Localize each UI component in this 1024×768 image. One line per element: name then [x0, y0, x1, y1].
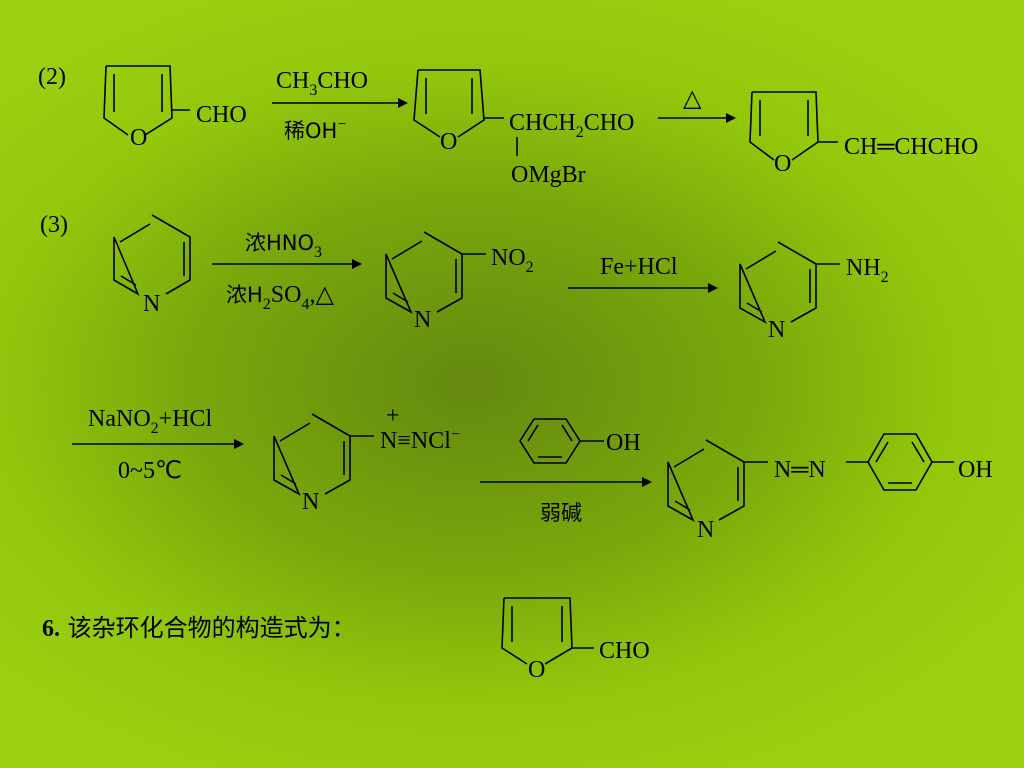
acetaldehyde-label: CH3CHO [276, 68, 368, 99]
question-6: 6. 该杂环化合物的构造式为： [42, 614, 356, 642]
azo-label: N═N [774, 457, 826, 483]
phenol-reagent: OH [519, 418, 641, 464]
omgbr-label: OMgBr [511, 162, 586, 188]
sulfuric-acid-label: 浓H2SO4,△ [226, 282, 334, 313]
furan-oxygen-label: O [528, 657, 545, 683]
pyridine-nitrogen-label: N [143, 291, 160, 317]
fe-hcl-label: Fe+HCl [600, 254, 678, 280]
aminopyridine: N NH2 [739, 241, 889, 343]
pyridine-nitrogen-label: N [768, 317, 785, 343]
pyridine-reactant: N [113, 214, 191, 317]
reaction-arrow-2: △ [658, 86, 736, 123]
pyridine-nitrogen-label: N [414, 307, 431, 333]
azo-oh-label: OH [958, 457, 993, 483]
no2-label: NO2 [491, 245, 534, 276]
diazotization-arrow: NaNO2+HCl 0~5℃ [72, 406, 244, 484]
grignard-intermediate: O CHCH2CHO OMgBr [413, 69, 634, 188]
diazonium-salt: N + N≡NCl− [273, 403, 460, 515]
coupling-arrow: OH 弱碱 [480, 418, 652, 525]
nitric-acid-label: 浓HNO3 [245, 231, 322, 261]
reaction-arrow-1: CH3CHO 稀OH− [272, 68, 408, 143]
temperature-label: 0~5℃ [118, 458, 182, 484]
pyridine-nitrogen-label: N [697, 517, 714, 543]
furfural-reactant: O CHO [103, 65, 247, 151]
answer-cho-label: CHO [599, 638, 650, 664]
plus-charge-label: + [386, 403, 400, 429]
azo-product: N N═N OH [667, 433, 993, 543]
furan-oxygen-label: O [774, 151, 791, 177]
cho-label: CHO [196, 102, 247, 128]
chain-label: CHCH2CHO [509, 110, 634, 141]
nitropyridine: N NO2 [385, 231, 534, 333]
phenol-oh-label: OH [606, 430, 641, 456]
furan-oxygen-label: O [440, 129, 457, 155]
furylacrolein-product: O CH═CHCHO [749, 91, 978, 177]
product-chain-label: CH═CHCHO [844, 134, 978, 160]
pyridine-nitrogen-label: N [302, 489, 319, 515]
heat-label: △ [683, 86, 702, 112]
diazonium-label: N≡NCl− [380, 426, 460, 454]
weak-base-label: 弱碱 [540, 501, 582, 525]
nitration-arrow: 浓HNO3 浓H2SO4,△ [212, 231, 362, 313]
furfural-answer: O CHO [501, 597, 650, 683]
dilute-base-label: 稀OH− [284, 116, 346, 143]
reduction-arrow: Fe+HCl [568, 254, 718, 293]
part-3-label: (3) [40, 212, 68, 238]
question-6-text: 6. 该杂环化合物的构造式为： [42, 614, 356, 642]
part-2-label: (2) [38, 64, 66, 90]
nano2-hcl-label: NaNO2+HCl [88, 406, 213, 437]
nh2-label: NH2 [846, 255, 889, 286]
furan-oxygen-label: O [130, 125, 147, 151]
